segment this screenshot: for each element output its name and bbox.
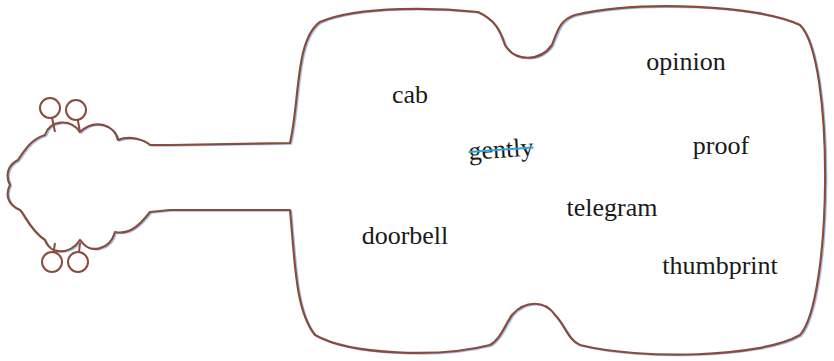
tuning-peg — [42, 243, 62, 272]
word-label: telegram — [567, 194, 658, 223]
word-label: opinion — [646, 48, 725, 77]
word-label: proof — [693, 132, 749, 161]
tuning-peg — [66, 100, 86, 132]
violin-body — [8, 6, 826, 354]
word-label: gently — [468, 133, 535, 166]
tuning-peg — [68, 243, 88, 272]
tuning-peg — [40, 98, 60, 132]
outline-fringe — [9, 7, 827, 355]
word-label: doorbell — [362, 222, 449, 251]
word-label: thumbprint — [662, 252, 778, 281]
word-label: cab — [392, 81, 428, 110]
